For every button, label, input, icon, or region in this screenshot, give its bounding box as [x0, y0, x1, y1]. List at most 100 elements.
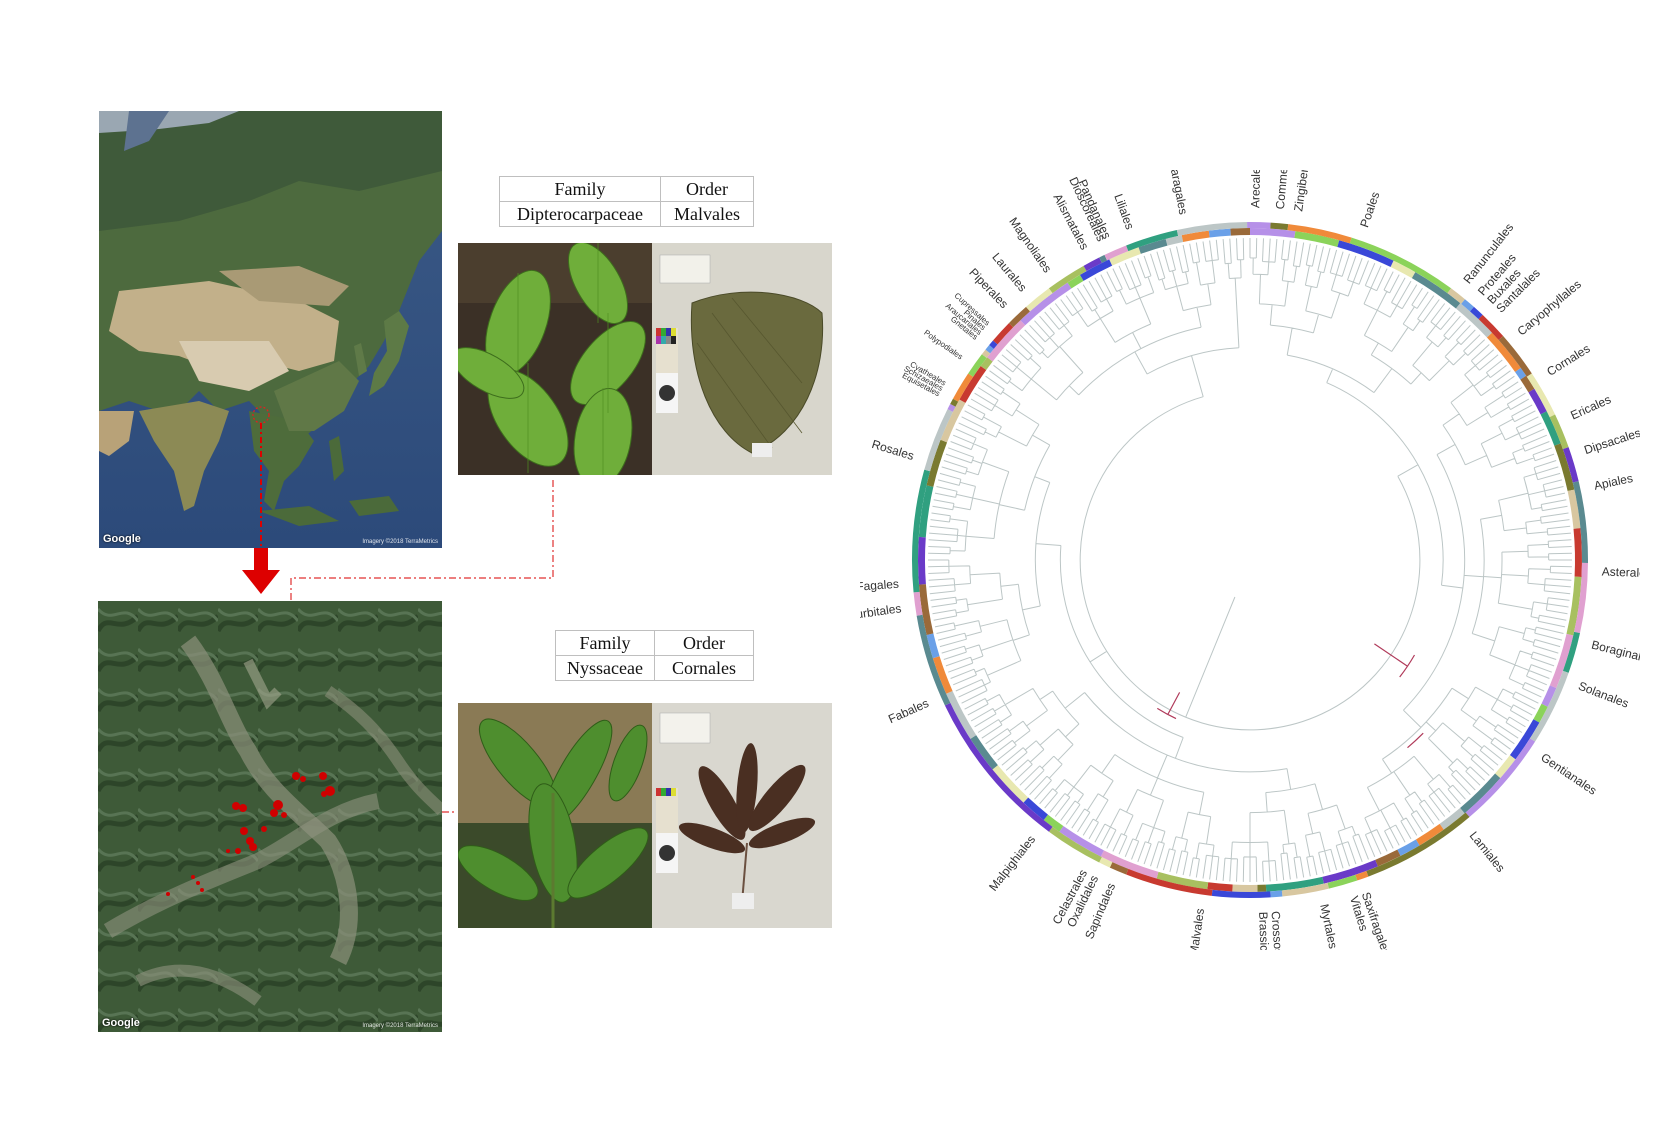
order-ring-segment [1211, 889, 1271, 899]
family-ring-segment [926, 633, 940, 659]
header-order: Order [660, 176, 754, 202]
order-label: Apiales [1593, 471, 1634, 493]
order-ring-segment [1498, 336, 1532, 377]
family-ring-segment [1100, 850, 1159, 879]
order-ring-segment [1026, 288, 1053, 312]
order-ring-segment [1099, 857, 1113, 868]
order-label: Gentianales [1538, 750, 1599, 797]
family-ring-segment [1390, 260, 1416, 279]
herbarium-photo-2 [652, 703, 832, 928]
order-ring-segment [1574, 562, 1588, 634]
order-label: Zingiberales [1291, 170, 1314, 212]
order-label: Cornales [1544, 341, 1592, 378]
family-ring-segment [1079, 259, 1113, 281]
herbarium-photo-1 [652, 243, 832, 475]
imagery-credit: Imagery ©2018 TerraMetrics [362, 539, 438, 545]
family-ring-segment [1156, 871, 1209, 890]
taxon-table-1: Family Order Dipterocarpaceae Malvales [499, 176, 754, 227]
order-ring-segment [1287, 224, 1352, 244]
order-ring-segment [985, 345, 994, 354]
family-ring-segment [987, 320, 1026, 362]
order-ring-segment [912, 469, 931, 593]
order-label: Arecales [1248, 170, 1263, 208]
family-ring-segment [1439, 807, 1465, 830]
taxon-table-2: Family Order Nyssaceae Cornales [555, 630, 754, 681]
header-order: Order [654, 630, 754, 656]
order-label: Rosales [870, 437, 916, 463]
sample-points [166, 772, 335, 896]
google-attribution: Google [102, 1017, 140, 1029]
order-ring-segment [1048, 265, 1087, 294]
order-ring-segment [1366, 812, 1470, 877]
family-ring-segment [1528, 388, 1547, 415]
family-ring-segment [1067, 274, 1084, 289]
family-ring-segment [1322, 859, 1378, 884]
order-label: Dipsacales [1582, 426, 1640, 457]
order-ring-segment [1469, 306, 1483, 320]
order-ring-segment [1447, 288, 1465, 304]
order-value: Cornales [654, 655, 754, 681]
order-value: Malvales [660, 201, 754, 227]
family-ring-segment [1375, 849, 1401, 867]
header-family: Family [555, 630, 655, 656]
family-ring-segment [1509, 719, 1540, 760]
order-label: Boraginales [1590, 638, 1640, 667]
family-ring-segment [1554, 443, 1575, 492]
order-ring-segment [947, 403, 956, 412]
order-ring-segment [1562, 447, 1579, 483]
tree-branches [928, 238, 1572, 882]
plant-photo-2 [458, 703, 652, 928]
family-ring-segment [1257, 884, 1267, 892]
family-ring-segment [1397, 839, 1420, 856]
order-ring-segment [1109, 862, 1129, 875]
order-ring-segment [1355, 870, 1369, 881]
order-ring-segment [1562, 631, 1580, 673]
family-ring-segment [1549, 633, 1574, 689]
family-ring-segment [918, 485, 934, 538]
order-ring-segment [1126, 868, 1213, 896]
order-ring-segment [1048, 826, 1102, 863]
order-ring-segment [1465, 738, 1536, 818]
order-label: Myrtales [1317, 903, 1340, 950]
order-label: Fagales [860, 577, 899, 594]
order-ring-segment [992, 323, 1014, 345]
family-ring-segment [926, 439, 948, 487]
order-label: Cucurbitales [860, 601, 902, 624]
family-ring-segment [1230, 228, 1250, 236]
order-label: Liliales [1111, 192, 1137, 231]
family-ring-segment [1023, 797, 1048, 821]
order-ring-segment [1478, 314, 1504, 341]
family-ring-segment [1165, 235, 1184, 246]
header-family: Family [499, 176, 661, 202]
family-ring-segment [918, 536, 926, 585]
order-ring-segment [1549, 414, 1569, 450]
family-ring-segment [1181, 230, 1210, 242]
family-ring-segment [1020, 282, 1072, 326]
order-label: Asparagales [1164, 170, 1190, 216]
order-ring-segment [1083, 257, 1102, 272]
family-ring-segment [1109, 247, 1141, 266]
order-label: Malvales [1187, 908, 1207, 950]
order-ring-segment [1572, 481, 1588, 563]
asia-map[interactable]: Google Imagery ©2018 TerraMetrics [99, 111, 442, 548]
family-ring-segment [1533, 703, 1548, 723]
order-ring-segment [913, 591, 923, 616]
order-ring-segment [1526, 373, 1556, 418]
order-ring-segment [952, 373, 974, 402]
local-map[interactable]: Google Imagery ©2018 TerraMetrics [98, 601, 442, 1032]
order-ring-segment [950, 398, 959, 407]
family-ring-segment [1250, 228, 1296, 239]
order-ring-segment [1247, 222, 1271, 229]
family-value: Nyssaceae [555, 655, 655, 681]
order-label: Asterales [1602, 564, 1640, 580]
order-ring-segment [1349, 237, 1452, 294]
order-ring-segment [1461, 299, 1474, 312]
order-ring-segment [1270, 890, 1283, 898]
family-ring-segment [918, 584, 934, 635]
order-ring-segment [944, 702, 1053, 832]
order-ring-segment [1008, 306, 1031, 328]
family-value: Dipterocarpaceae [499, 201, 661, 227]
family-ring-segment [1573, 528, 1582, 578]
order-ring-segment [924, 409, 953, 472]
family-ring-segment [1232, 884, 1258, 892]
